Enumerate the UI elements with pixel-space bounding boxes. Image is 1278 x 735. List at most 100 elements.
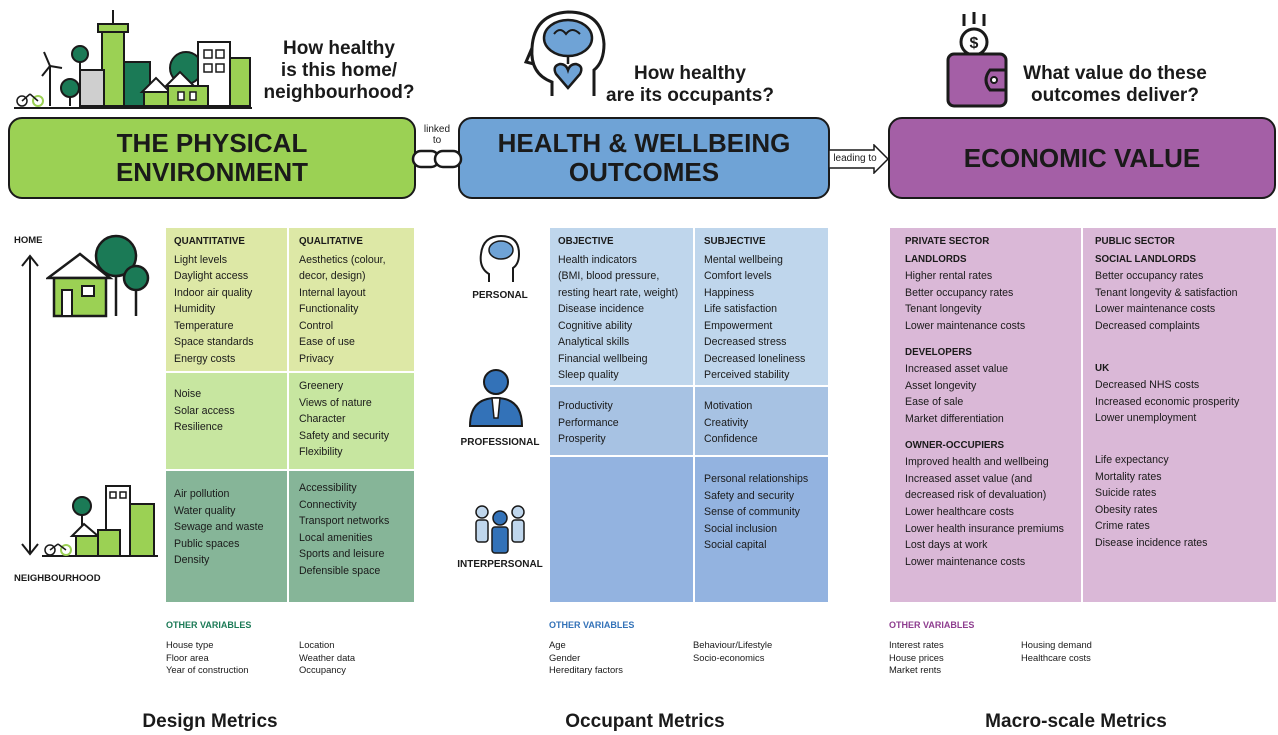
- list-item: Market differentiation: [905, 412, 1004, 425]
- list-item: Safety and security: [704, 489, 795, 502]
- arrow-right-icon: [828, 144, 890, 174]
- list-item: Decreased NHS costs: [1095, 379, 1200, 392]
- chain-link-icon: [411, 149, 463, 169]
- list-item: Greenery: [299, 380, 344, 392]
- list-item: Comfort levels: [704, 270, 772, 282]
- list-item: Location: [299, 639, 335, 650]
- physical-environment-banner: THE PHYSICAL ENVIRONMENT: [8, 117, 416, 199]
- private-sector-heading: PRIVATE SECTOR: [905, 236, 990, 247]
- list-item: Disease incidence: [558, 303, 644, 315]
- list-item: Health indicators: [558, 253, 637, 266]
- occupant-metrics-title: Occupant Metrics: [565, 711, 725, 732]
- list-item: Control: [299, 319, 334, 332]
- head-brain-heart-icon: [523, 10, 606, 96]
- list-item: Personal relationships: [704, 473, 809, 485]
- list-item: Safety and security: [299, 429, 390, 442]
- list-item: Confidence: [704, 433, 758, 445]
- list-item: Ease of sale: [905, 396, 964, 409]
- list-item: Life satisfaction: [704, 303, 778, 315]
- list-item: Mortality rates: [1095, 470, 1162, 483]
- list-item: (BMI, blood pressure,: [558, 270, 660, 282]
- list-item: decreased risk of devaluation): [905, 489, 1047, 502]
- developers-heading: DEVELOPERS: [905, 346, 972, 358]
- occupant-row1-bg: [550, 228, 828, 386]
- subjective-heading: SUBJECTIVE: [704, 236, 766, 247]
- list-item: Connectivity: [299, 498, 357, 511]
- interpersonal-group-icon: [475, 505, 525, 554]
- design-metrics-title: Design Metrics: [142, 711, 278, 732]
- list-item: Social inclusion: [704, 522, 778, 535]
- list-item: Defensible space: [299, 564, 381, 577]
- list-item: Empowerment: [704, 319, 773, 332]
- list-item: Productivity: [558, 400, 613, 412]
- neighbourhood-icon: [42, 485, 158, 557]
- list-item: Tenant longevity & satisfaction: [1095, 286, 1238, 299]
- list-item: Happiness: [704, 286, 755, 299]
- owner-occupiers-heading: OWNER-OCCUPIERS: [905, 439, 1005, 451]
- svg-text:$: $: [970, 35, 979, 52]
- list-item: Floor area: [166, 651, 209, 663]
- list-item: Decreased stress: [704, 336, 787, 348]
- list-item: Functionality: [299, 303, 359, 315]
- list-item: Noise: [174, 388, 202, 400]
- macro-private-cell: PRIVATE SECTOR LANDLORDS Higher rental r…: [897, 228, 1081, 576]
- list-item: Lost days at work: [905, 539, 988, 552]
- list-item: Lower health insurance premiums: [905, 522, 1064, 535]
- list-item: Solar access: [174, 404, 235, 417]
- list-item: Crime rates: [1095, 520, 1150, 533]
- list-item: Sewage and waste: [174, 521, 264, 533]
- design-row-divider-2: [166, 469, 414, 471]
- list-item: Decreased complaints: [1095, 319, 1200, 332]
- house-tree-icon: [46, 234, 150, 318]
- list-item: Motivation: [704, 400, 753, 412]
- list-item: Light levels: [174, 253, 227, 266]
- list-item: Ease of use: [299, 336, 355, 348]
- list-item: resting heart rate, weight): [558, 286, 679, 299]
- list-item: Character: [299, 413, 346, 425]
- health-question: How healthy are its occupants?: [606, 63, 774, 106]
- list-item: Cognitive ability: [558, 319, 633, 332]
- uk-heading: UK: [1095, 362, 1110, 374]
- scale-neighbourhood-label: NEIGHBOURHOOD: [14, 573, 101, 584]
- list-item: Humidity: [174, 303, 216, 315]
- list-item: House prices: [889, 651, 944, 663]
- list-item: Social capital: [704, 539, 767, 551]
- list-item: Better occupancy rates: [905, 286, 1014, 299]
- personal-head-icon: [479, 234, 521, 282]
- list-item: Age: [549, 639, 566, 650]
- design-col-divider: [287, 228, 289, 602]
- list-item: Lower healthcare costs: [905, 505, 1014, 518]
- professional-person-icon: [468, 369, 524, 427]
- list-item: Lower unemployment: [1095, 412, 1197, 425]
- list-item: Views of nature: [299, 396, 372, 409]
- occupant-objective-cell: OBJECTIVE Health indicators(BMI, blood p…: [550, 228, 693, 390]
- list-item: Energy costs: [174, 352, 236, 365]
- occupant-list: Health indicators (BMI, blood pressure, re…: [558, 252, 685, 384]
- list-item: Lower maintenance costs: [905, 555, 1026, 568]
- city-buildings-icon: [14, 10, 252, 109]
- list-item: Better occupancy rates: [1095, 270, 1204, 283]
- list-item: Sleep quality: [558, 369, 619, 381]
- list-item: Sense of community: [704, 506, 800, 518]
- list-item: Privacy: [299, 352, 334, 365]
- design-row2-bg: [166, 372, 414, 470]
- list-item: Financial wellbeing: [558, 352, 648, 365]
- occupant-other-title: OTHER VARIABLES: [549, 620, 635, 630]
- list-item: Density: [174, 554, 210, 566]
- scale-home-label: HOME: [14, 235, 43, 246]
